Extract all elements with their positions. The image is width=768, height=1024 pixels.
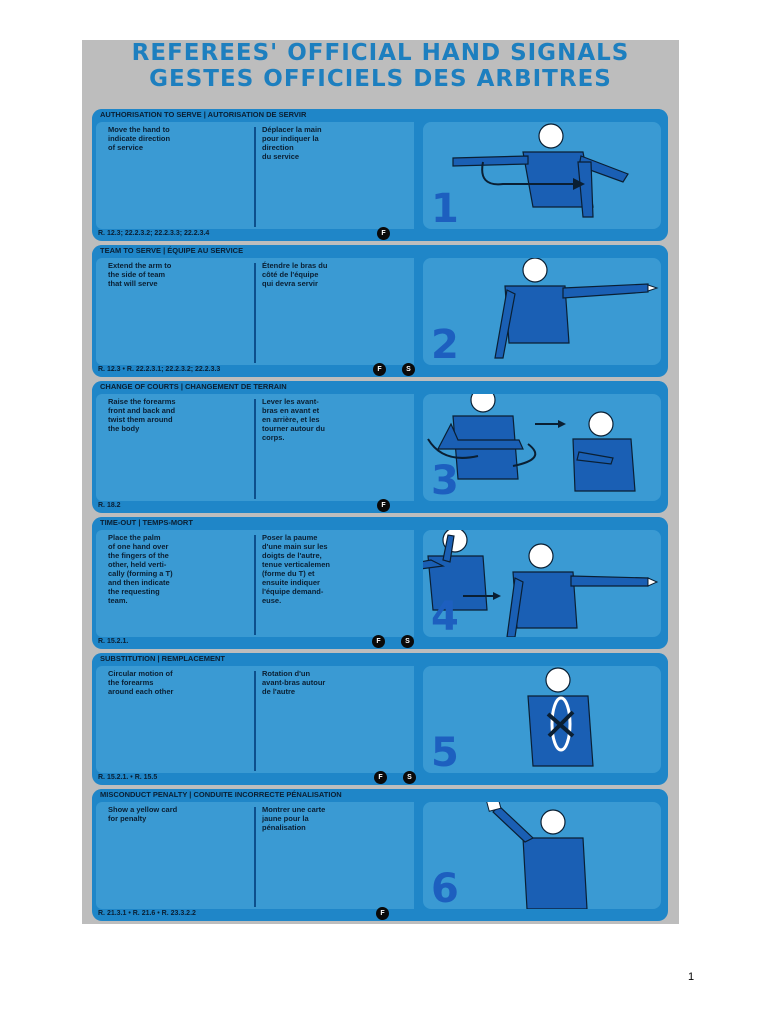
signal-number: 1	[431, 186, 459, 232]
referee-figure-3	[427, 394, 636, 492]
rule-reference: R. 15.2.1.	[98, 638, 129, 645]
panel-header: MISCONDUCT PENALTY | CONDUITE INCORRECTE…	[92, 789, 668, 801]
description-english: Move the hand to indicate direction of s…	[108, 125, 171, 152]
page-number: 1	[688, 971, 695, 983]
divider	[254, 263, 256, 363]
badge-second-referee: S	[403, 771, 416, 784]
signal-panel-authorisation-to-serve: AUTHORISATION TO SERVE | AUTORISATION DE…	[92, 109, 668, 241]
description-area: Show a yellow card for penalty Montrer u…	[96, 802, 414, 909]
badge-first-referee: F	[377, 227, 390, 240]
badge-first-referee: F	[373, 363, 386, 376]
badge-first-referee: F	[376, 907, 389, 920]
description-area: Place the palm of one hand over the fing…	[96, 530, 414, 637]
panel-header-text: MISCONDUCT PENALTY | CONDUITE INCORRECTE…	[100, 790, 342, 799]
description-english: Show a yellow card for penalty	[108, 805, 178, 823]
description-english: Circular motion of the forearms around e…	[108, 669, 174, 696]
referee-figure-5	[527, 667, 594, 767]
signal-number: 6	[431, 866, 459, 912]
panel-header: SUBSTITUTION | REMPLACEMENT	[92, 653, 668, 665]
description-french: Déplacer la main pour indiquer la direct…	[262, 125, 322, 161]
rule-reference: R. 12.3; 22.2.3.2; 22.2.3.3; 22.2.3.4	[98, 230, 210, 237]
panel-header: CHANGE OF COURTS | CHANGEMENT DE TERRAIN	[92, 381, 668, 393]
badge-second-referee: S	[401, 635, 414, 648]
signal-number: 4	[431, 594, 459, 640]
title-english: REFEREES' OFFICIAL HAND SIGNALS	[131, 40, 630, 66]
description-french: Lever les avant- bras en avant et en arr…	[262, 397, 325, 442]
badge-first-referee: F	[374, 771, 387, 784]
panel-header: AUTHORISATION TO SERVE | AUTORISATION DE…	[92, 109, 668, 121]
description-french: Rotation d'un avant-bras autour de l'aut…	[262, 669, 326, 696]
panel-header-text: CHANGE OF COURTS | CHANGEMENT DE TERRAIN	[100, 382, 287, 391]
signal-number: 3	[431, 458, 459, 504]
description-area: Circular motion of the forearms around e…	[96, 666, 414, 773]
badge-second-referee: S	[402, 363, 415, 376]
panel-header-text: TEAM TO SERVE | ÉQUIPE AU SERVICE	[100, 246, 244, 255]
referee-figure-2	[494, 258, 659, 359]
description-area: Raise the forearms front and back and tw…	[96, 394, 414, 501]
rule-reference: R. 15.2.1. • R. 15.5	[98, 774, 158, 781]
rule-reference: R. 21.3.1 • R. 21.6 • R. 23.3.2.2	[98, 910, 196, 917]
description-english: Place the palm of one hand over the fing…	[108, 533, 173, 605]
title-french: GESTES OFFICIELS DES ARBITRES	[149, 66, 612, 92]
signal-panel-change-of-courts: CHANGE OF COURTS | CHANGEMENT DE TERRAIN…	[92, 381, 668, 513]
signal-number: 5	[431, 730, 459, 776]
description-english: Extend the arm to the side of team that …	[108, 261, 172, 288]
panel-header: TEAM TO SERVE | ÉQUIPE AU SERVICE	[92, 245, 668, 257]
panel-header-text: AUTHORISATION TO SERVE | AUTORISATION DE…	[100, 110, 307, 119]
referee-figure-1	[452, 123, 629, 218]
description-french: Poser la paume d'une main sur les doigts…	[262, 533, 330, 605]
badge-first-referee: F	[372, 635, 385, 648]
referee-figure-4	[423, 530, 659, 637]
description-area: Extend the arm to the side of team that …	[96, 258, 414, 365]
description-area: Move the hand to indicate direction of s…	[96, 122, 414, 229]
panel-header-text: SUBSTITUTION | REMPLACEMENT	[100, 654, 226, 663]
rule-reference: R. 18.2	[98, 502, 121, 509]
divider	[254, 399, 256, 499]
signal-panel-substitution: SUBSTITUTION | REMPLACEMENT Circular mot…	[92, 653, 668, 785]
divider	[254, 807, 256, 907]
signal-panel-team-to-serve: TEAM TO SERVE | ÉQUIPE AU SERVICE Extend…	[92, 245, 668, 377]
panel-header-text: TIME-OUT | TEMPS-MORT	[100, 518, 193, 527]
badge-first-referee: F	[377, 499, 390, 512]
yellow-card-icon	[484, 802, 502, 812]
signal-panel-time-out: TIME-OUT | TEMPS-MORT Place the palm of …	[92, 517, 668, 649]
divider	[254, 535, 256, 635]
rule-reference: R. 12.3 • R. 22.2.3.1; 22.2.3.2; 22.2.3.…	[98, 366, 221, 373]
description-french: Montrer une carte jaune pour la pénalisa…	[262, 805, 326, 832]
signal-panel-misconduct-penalty: MISCONDUCT PENALTY | CONDUITE INCORRECTE…	[92, 789, 668, 921]
panel-header: TIME-OUT | TEMPS-MORT	[92, 517, 668, 529]
signal-number: 2	[431, 322, 459, 368]
divider	[254, 671, 256, 771]
referee-figure-6	[484, 802, 588, 909]
divider	[254, 127, 256, 227]
signals-poster: REFEREES' OFFICIAL HAND SIGNALS GESTES O…	[82, 40, 679, 924]
description-french: Étendre le bras du côté de l'équipe qui …	[262, 261, 328, 288]
description-english: Raise the forearms front and back and tw…	[108, 397, 176, 433]
